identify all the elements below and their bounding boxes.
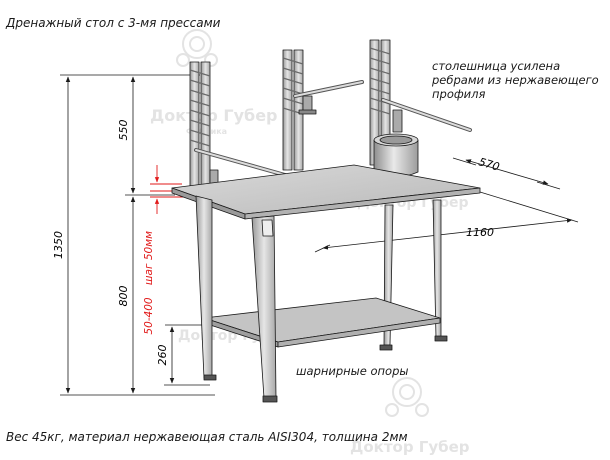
foot-front-right [262,395,278,403]
dim-width: 570 [477,155,501,173]
foot-back-right [434,335,448,342]
spec-footer: Вес 45кг, материал нержавеющая сталь AIS… [6,430,408,444]
adjust-range-marker [150,165,196,214]
dim-upper-height: 550 [117,120,130,141]
dim-shelf-height: 260 [156,345,169,366]
leg-front-right [251,215,277,399]
dimension-lines [60,74,579,396]
tabletop-note: столешница усилена ребрами из нержавеюще… [432,59,599,101]
leg-front-left [195,195,213,379]
note-line-1: столешница усилена [432,59,561,73]
press-frame-left [189,61,287,193]
hinge-supports-label: шарнирные опоры [296,364,409,378]
dim-length: 1160 [466,226,494,239]
watermark-emblem-top [176,29,218,67]
press-frame-middle [282,49,364,171]
foot-back-left [379,344,393,351]
drain-table [171,39,481,403]
dim-total-height: 1350 [52,231,65,259]
diagram-title: Дренажный стол с 3-мя прессами [6,16,221,30]
foot-front-left [203,374,217,381]
note-line-2: ребрами из нержавеющего [432,73,599,87]
dim-table-height: 800 [117,286,130,307]
watermark-emblem-bottom [385,377,429,417]
watermark-brand-1: Доктор Губер [150,106,278,125]
watermark-brand-4: Доктор Губер [350,438,470,456]
press-pot [373,133,419,178]
dim-adjust-step: шаг 50мм [143,231,155,285]
dim-adjust-range: 50-400 [143,297,155,335]
note-line-3: профиля [432,87,486,101]
